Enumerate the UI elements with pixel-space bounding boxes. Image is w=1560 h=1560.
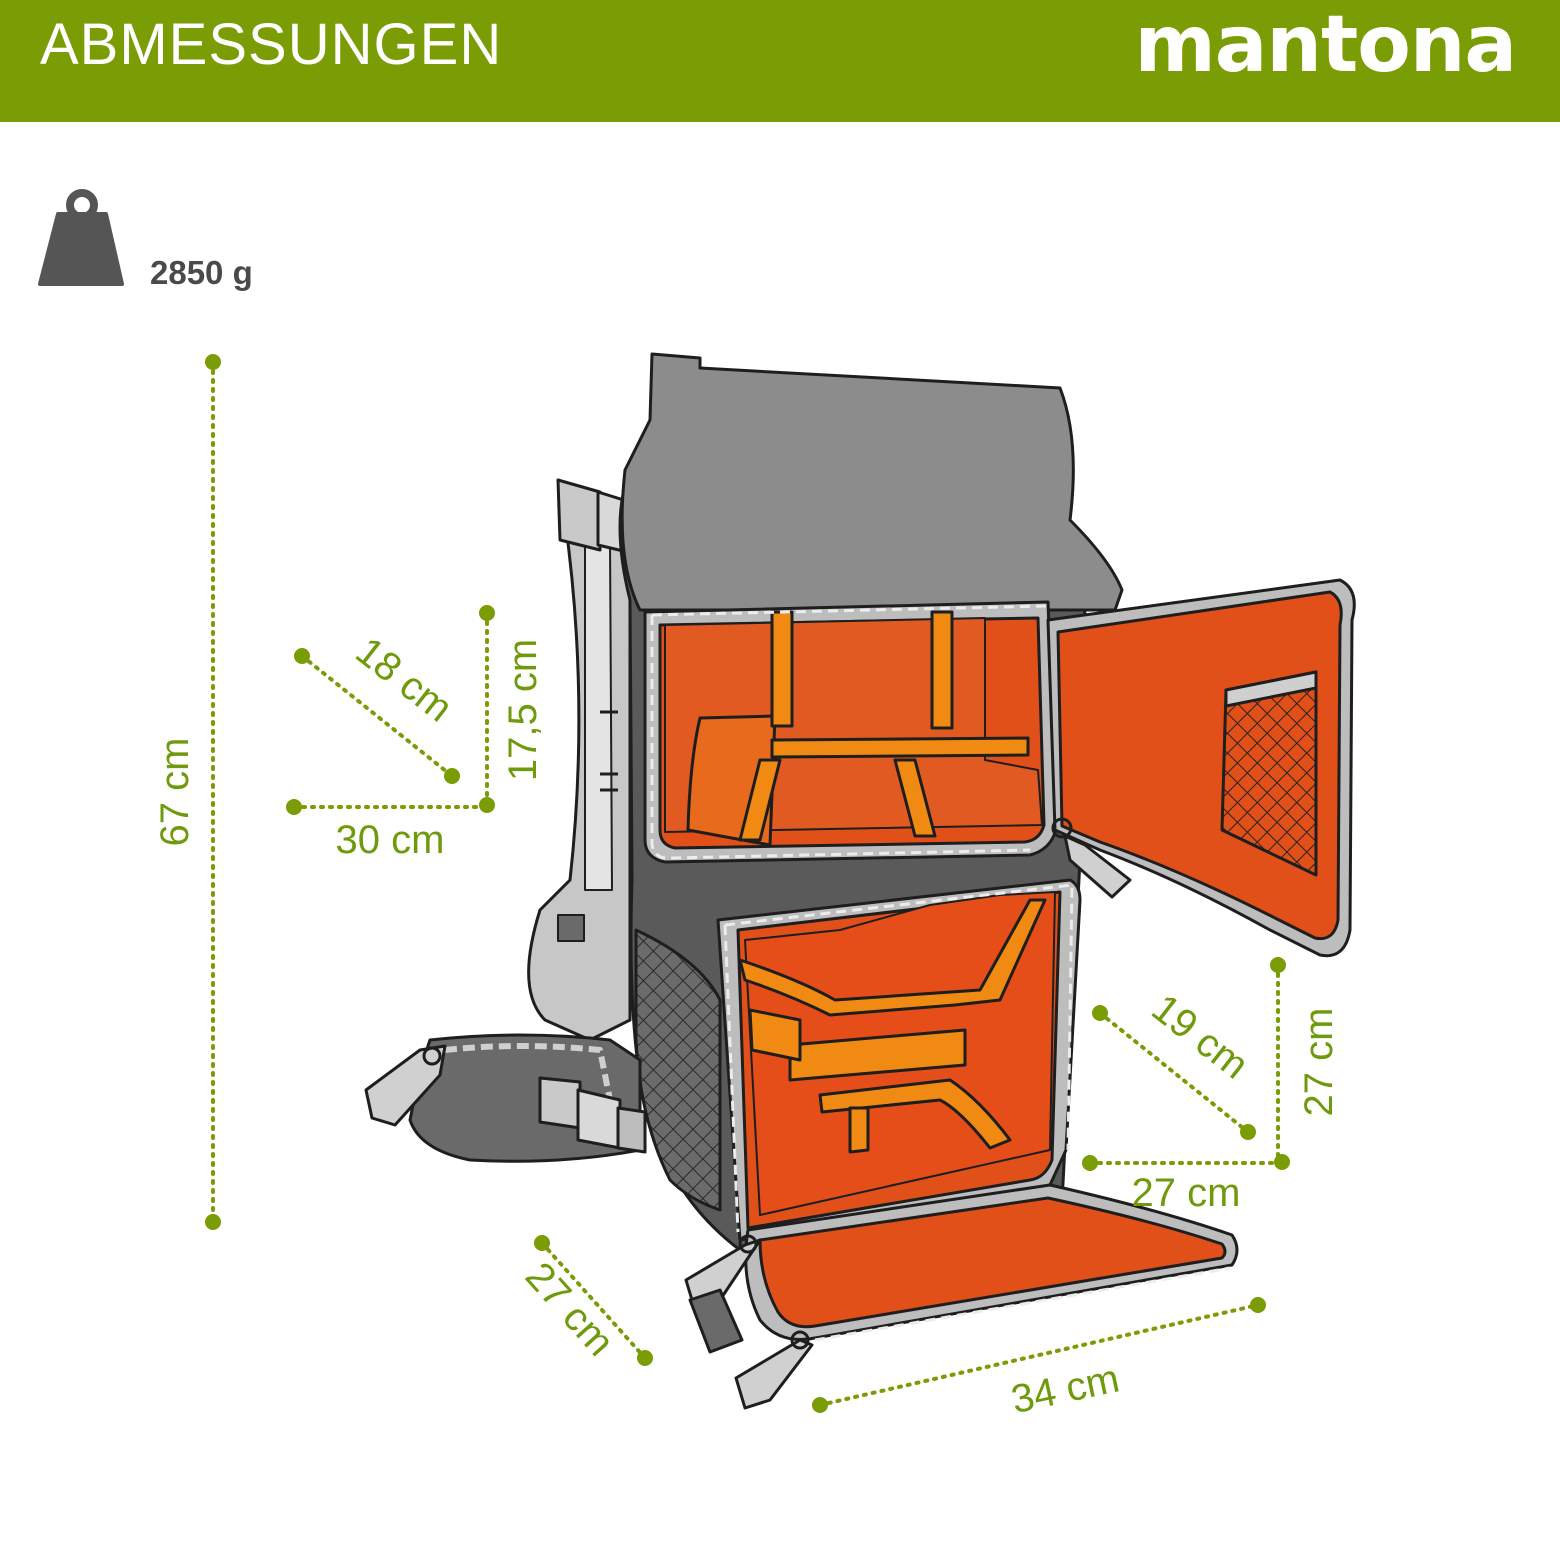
header-bar: ABMESSUNGEN mantona [0,0,1560,122]
weight-value: 2850 g [150,254,253,291]
backpack-illustration [364,352,1356,1410]
dim-label-flap-width: 34 cm [1007,1356,1123,1422]
dim-label-top-width: 30 cm [336,818,445,862]
dim-label-top-height: 17,5 cm [501,639,545,781]
dimension-lines [211,360,1284,1407]
brand-logo: mantona [1134,0,1517,90]
dim-label-top-depth: 18 cm [348,629,461,731]
dim-label-bottom-depth: 19 cm [1144,986,1257,1088]
dim-label-bottom-height: 27 cm [1297,1008,1341,1117]
dim-label-flap-depth: 27 cm [517,1254,623,1364]
dimension-endpoints [205,354,1290,1413]
dim-label-height-total: 67 cm [153,738,197,847]
page-title: ABMESSUNGEN [40,12,503,77]
dim-label-bottom-width: 27 cm [1132,1171,1241,1215]
weight-icon [38,189,124,286]
